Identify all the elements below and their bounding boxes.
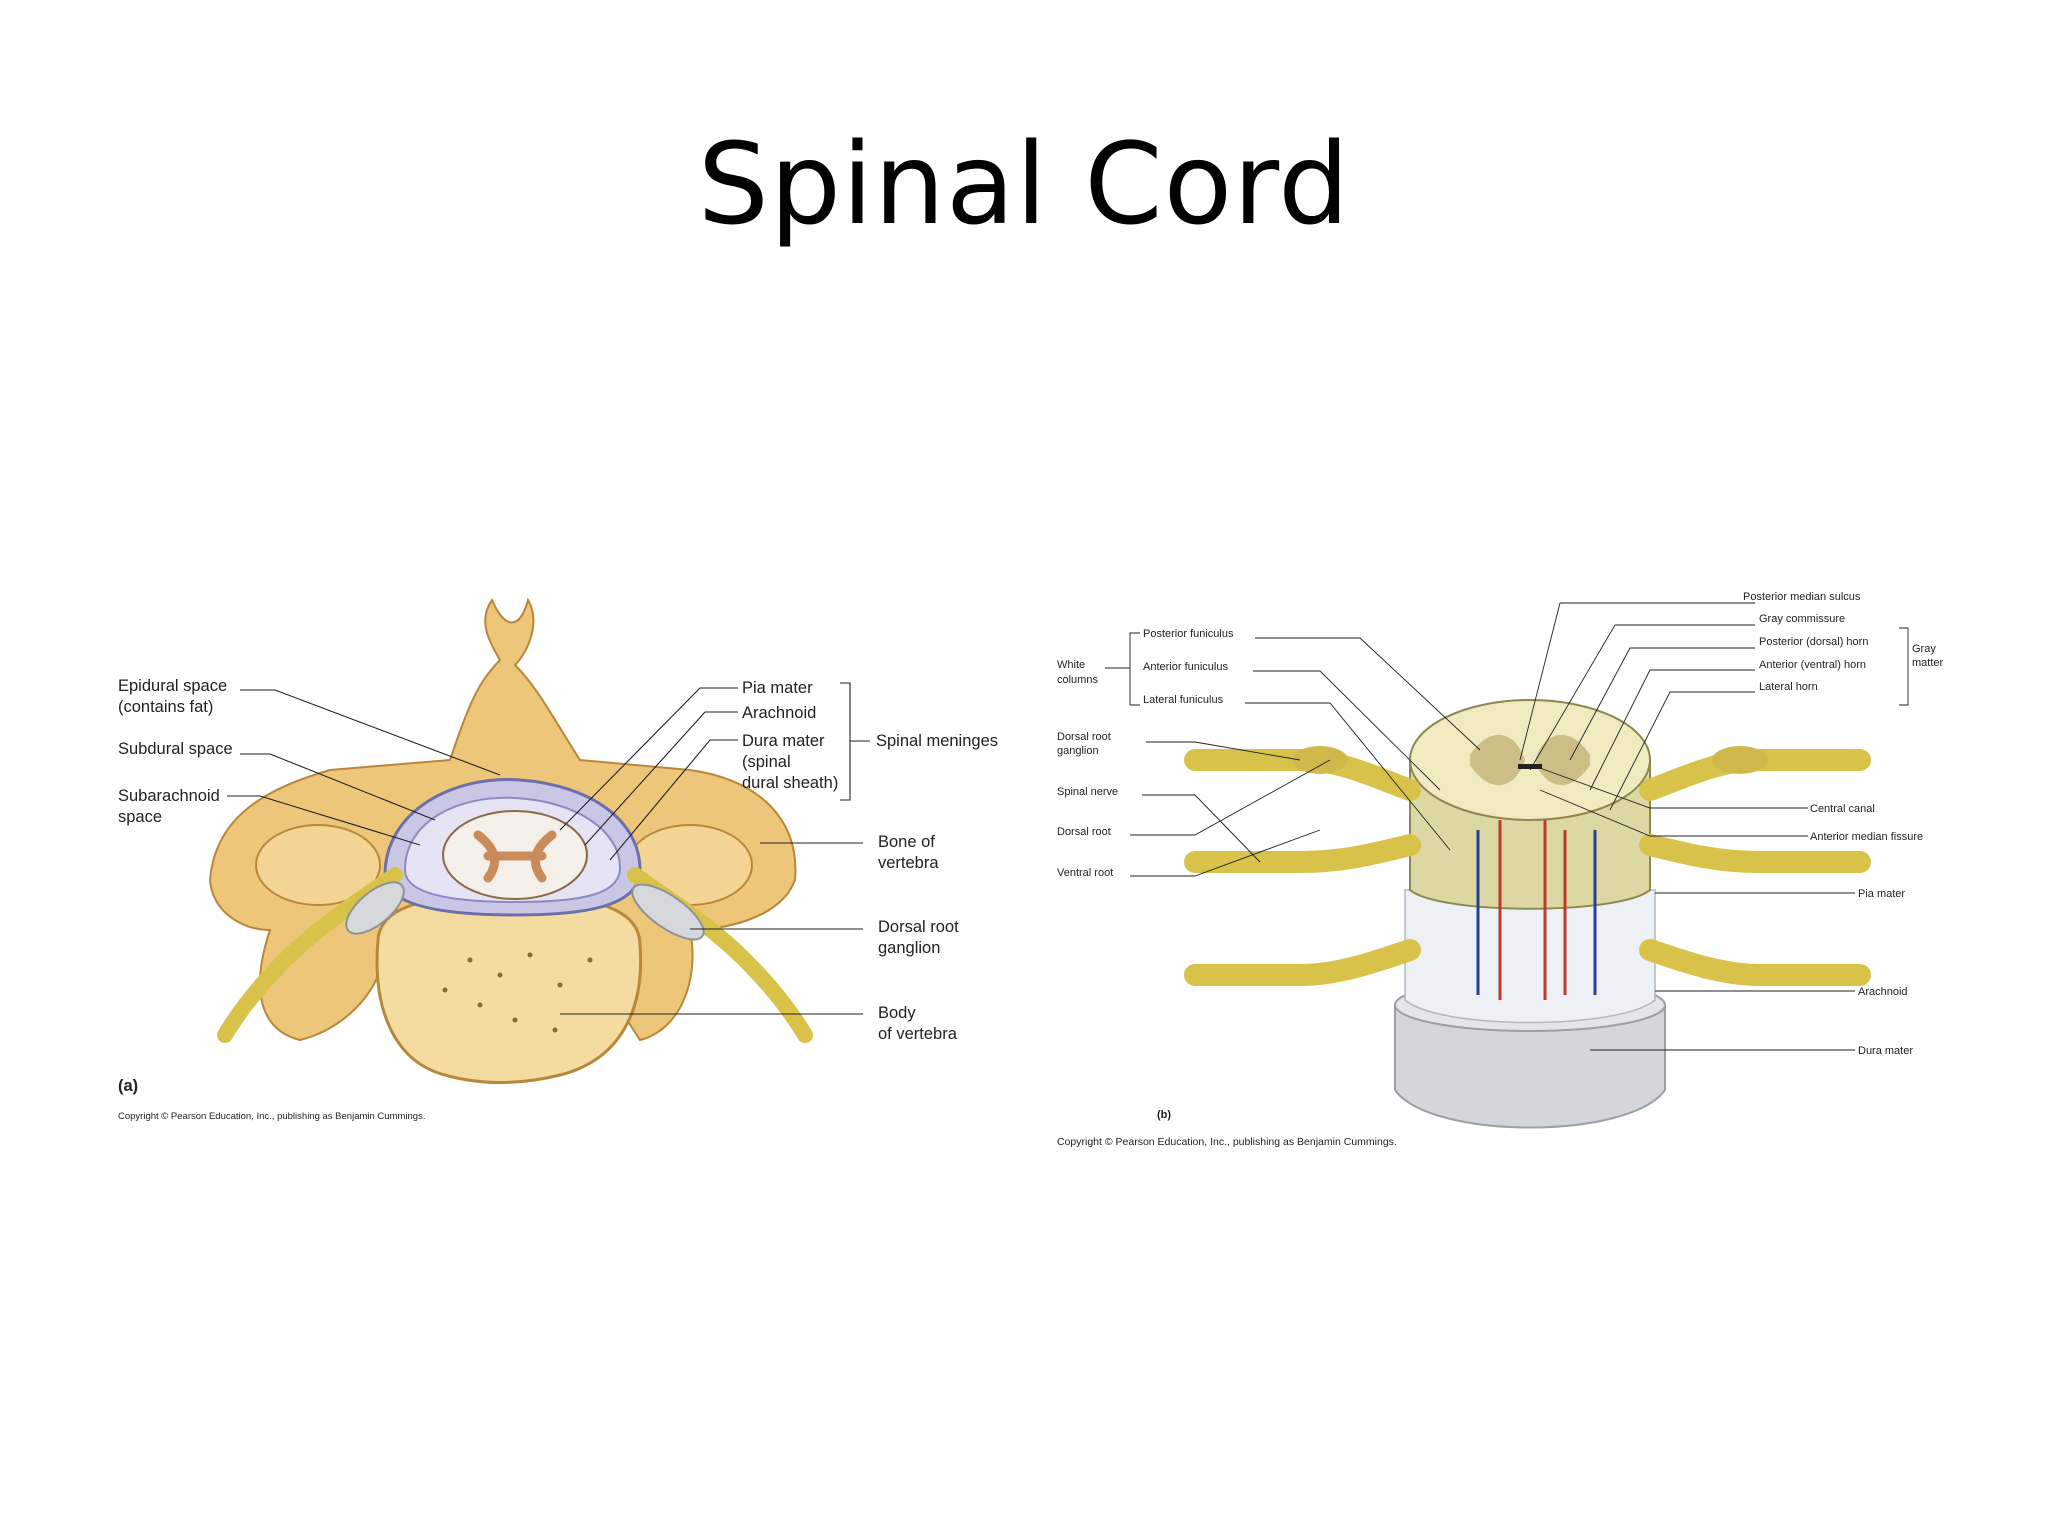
label-gray-matter-2: matter [1912, 657, 1944, 669]
label-central-canal: Central canal [1810, 803, 1875, 815]
label-posterior-horn: Posterior (dorsal) horn [1759, 636, 1868, 648]
figure-a-leader-lines [227, 682, 870, 1015]
label-ventral-root: Ventral root [1057, 867, 1113, 879]
figure-a-labels: Epidural space(contains fat) Subdural sp… [118, 677, 998, 1122]
figure-b-leader-lines [1105, 602, 1909, 1051]
panel-label-a: (a) [118, 1077, 138, 1095]
label-epidural-space: Epidural space(contains fat) [118, 677, 227, 716]
label-dorsal-root: Dorsal root [1057, 826, 1111, 838]
label-gray-commissure: Gray commissure [1759, 613, 1845, 625]
label-subdural-space: Subdural space [118, 740, 233, 758]
label-lateral-funiculus: Lateral funiculus [1143, 694, 1224, 706]
copyright-b: Copyright © Pearson Education, Inc., pub… [1057, 1136, 1397, 1148]
label-anterior-funiculus: Anterior funiculus [1143, 661, 1228, 673]
label-spinal-nerve: Spinal nerve [1057, 786, 1118, 798]
label-posterior-funiculus: Posterior funiculus [1143, 628, 1234, 640]
copyright-a: Copyright © Pearson Education, Inc., pub… [118, 1111, 425, 1122]
label-white-columns-1: White [1057, 659, 1085, 671]
label-posterior-median-sulcus: Posterior median sulcus [1743, 591, 1861, 603]
label-dura-mater-b: Dura mater [1858, 1045, 1913, 1057]
label-lateral-horn: Lateral horn [1759, 681, 1818, 693]
vertebra-illustration [208, 597, 813, 1084]
label-pia-mater: Pia mater [742, 679, 813, 697]
label-anterior-median-fissure: Anterior median fissure [1810, 831, 1923, 843]
slide-title: Spinal Cord [697, 120, 1351, 250]
label-pia-mater-b: Pia mater [1858, 888, 1905, 900]
label-arachnoid-b: Arachnoid [1858, 986, 1908, 998]
spinal-cord-illustration [1184, 699, 1871, 1129]
label-anterior-horn: Anterior (ventral) horn [1759, 659, 1866, 671]
panel-label-b: (b) [1157, 1109, 1171, 1121]
figure-b-labels: Posterior median sulcus White columns Po… [1057, 591, 1944, 1148]
label-gray-matter-1: Gray [1912, 643, 1936, 655]
label-white-columns-2: columns [1057, 674, 1098, 686]
label-spinal-meninges: Spinal meninges [876, 732, 998, 750]
label-arachnoid: Arachnoid [742, 704, 816, 722]
